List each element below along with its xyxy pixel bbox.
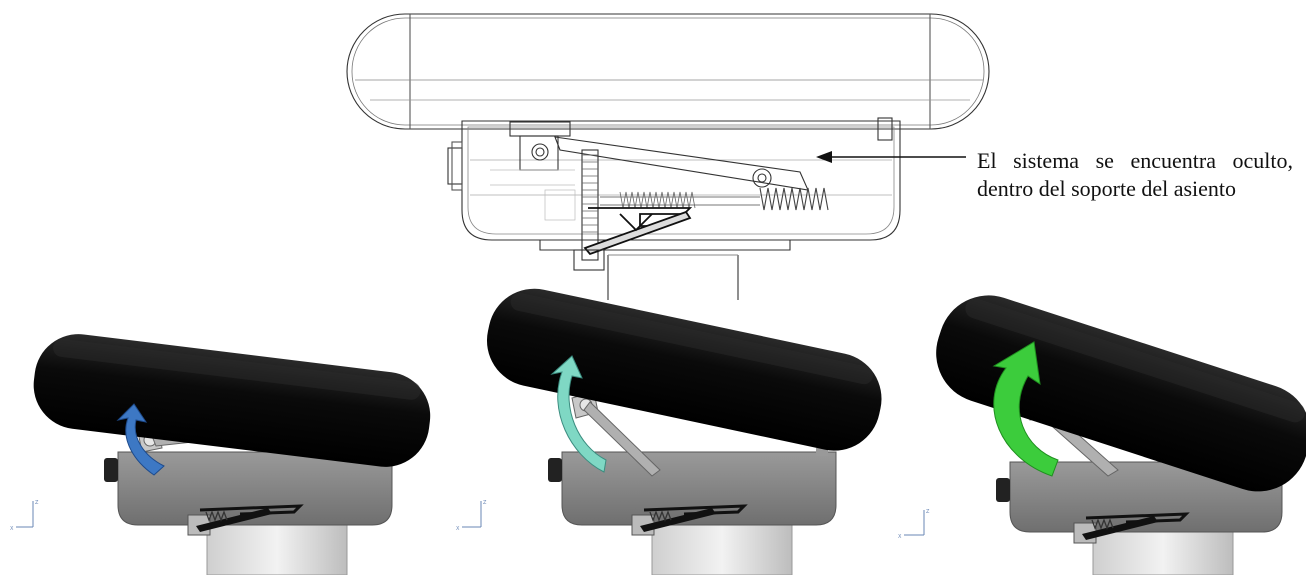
- wireframe-post: [573, 249, 739, 300]
- svg-text:Z: Z: [483, 500, 487, 506]
- rotation-arrow-icon: [116, 403, 165, 476]
- wireframe-seat-pad: [346, 13, 990, 130]
- wireframe-side-knob: [447, 141, 463, 191]
- svg-text:Z: Z: [926, 509, 930, 515]
- seat-pad: [33, 334, 431, 467]
- rotation-arrow-icon: [992, 341, 1059, 477]
- wireframe-ratchet-clip: [583, 207, 693, 256]
- seat-pad: [486, 288, 882, 451]
- panel-position-low: Z X: [10, 334, 431, 575]
- side-knob-icon: [996, 478, 1010, 502]
- wireframe-spring: [600, 187, 829, 211]
- panel-position-high: Z X: [898, 295, 1306, 575]
- wireframe-seat-assembly: [346, 13, 990, 300]
- wireframe-right-tab: [877, 117, 893, 141]
- panel-position-mid: Z X: [456, 288, 882, 575]
- axis-triad-icon: Z X: [898, 509, 930, 540]
- wireframe-rack: [581, 149, 599, 261]
- svg-text:Z: Z: [35, 500, 39, 506]
- axis-triad-icon: Z X: [456, 500, 487, 532]
- housing-body: [561, 451, 837, 526]
- wireframe-linkage: [509, 121, 809, 191]
- linkage-arm: [583, 401, 661, 477]
- annotation-leader-arrow: [816, 151, 966, 163]
- svg-text:X: X: [10, 526, 14, 532]
- side-knob-icon: [104, 458, 118, 482]
- axis-triad-icon: Z X: [10, 500, 39, 532]
- housing-body: [117, 451, 393, 526]
- rotation-arrow-icon: [550, 355, 607, 473]
- ratchet-clip-icon: [1082, 512, 1190, 540]
- annotation-text: El sistema se encuentra oculto, dentro d…: [977, 148, 1293, 202]
- wireframe-housing: [461, 120, 901, 251]
- svg-text:X: X: [456, 526, 460, 532]
- svg-text:X: X: [898, 534, 902, 540]
- ratchet-clip-icon: [196, 504, 304, 532]
- side-knob-icon: [548, 458, 562, 482]
- ratchet-clip-icon: [640, 504, 748, 532]
